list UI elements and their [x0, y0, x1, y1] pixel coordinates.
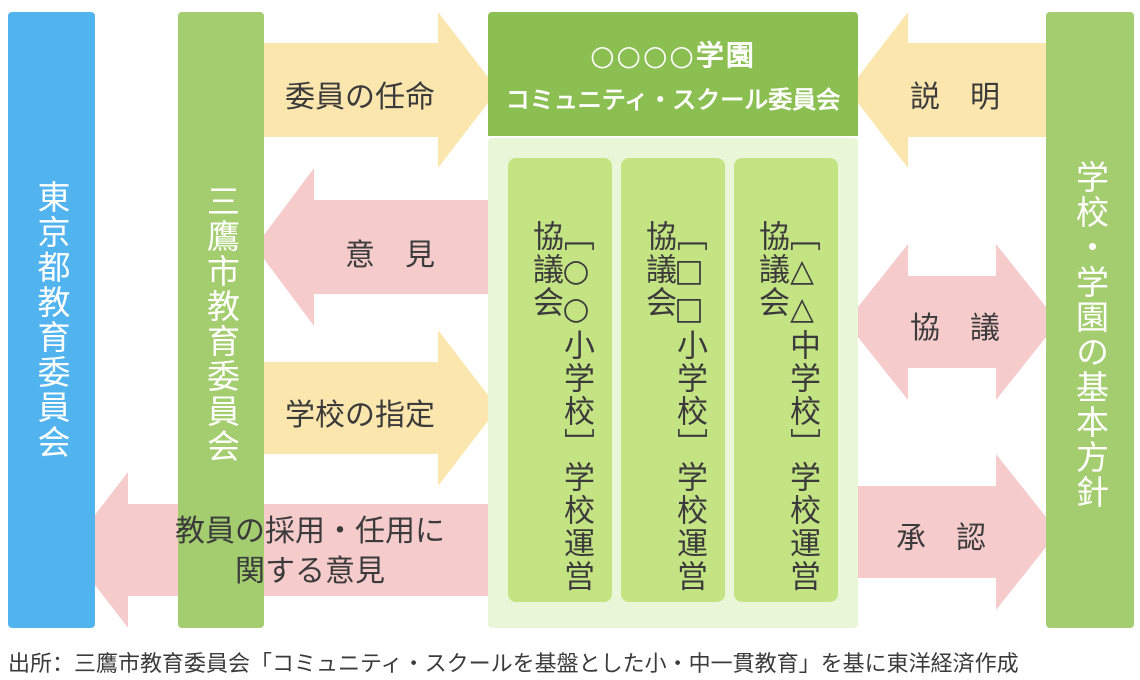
arrow-designation — [264, 330, 498, 486]
council-junior-high: ［△△中学校］学校運営協議会 — [734, 158, 838, 602]
tokyo-board-label: 東京都教育委員会 — [32, 180, 71, 460]
arrow-staff-opinion — [68, 472, 488, 628]
label-appoint: 委員の任命 — [285, 80, 435, 115]
label-staff-opinion: 教員の採用・任用に 関する意見 — [130, 512, 490, 592]
community-school-committee: ○○○○学園 コミュニティ・スクール委員会 — [488, 12, 858, 136]
label-approve: 承 認 — [896, 521, 986, 556]
arrow-discuss — [846, 244, 1058, 400]
label-designation: 学校の指定 — [285, 398, 435, 433]
committee-name: ○○○○学園 — [590, 38, 756, 72]
council-elementary-2: ［□□小学校］学校運営協議会 — [621, 158, 725, 602]
arrow-opinion — [255, 168, 488, 326]
label-staff-opinion-line2: 関する意見 — [235, 554, 385, 589]
source-caption: 出所：三鷹市教育委員会「コミュニティ・スクールを基盤とした小・中一貫教育」を基に… — [8, 652, 1019, 677]
label-discuss: 協 議 — [910, 311, 1000, 346]
arrow-appoint — [264, 12, 498, 168]
council-label: ［□□小学校］学校運営協議会 — [640, 220, 707, 593]
label-explain: 説 明 — [910, 80, 1000, 115]
mitaka-board-of-education: 三鷹市教育委員会 — [178, 12, 264, 628]
school-basic-policy: 学校・学園の基本方針 — [1046, 12, 1134, 628]
arrow-explain — [848, 12, 1046, 168]
tokyo-board-of-education: 東京都教育委員会 — [8, 12, 95, 628]
mitaka-board-label: 三鷹市教育委員会 — [201, 184, 241, 464]
school-policy-label: 学校・学園の基本方針 — [1070, 160, 1110, 510]
arrow-approve — [858, 454, 1058, 610]
label-staff-opinion-line1: 教員の採用・任用に — [175, 514, 445, 549]
council-label: ［○○小学校］学校運営協議会 — [527, 220, 594, 593]
label-opinion: 意 見 — [345, 238, 435, 273]
committee-subtitle: コミュニティ・スクール委員会 — [505, 85, 841, 114]
council-label: ［△△中学校］学校運営協議会 — [753, 220, 820, 593]
council-elementary-1: ［○○小学校］学校運営協議会 — [508, 158, 612, 602]
